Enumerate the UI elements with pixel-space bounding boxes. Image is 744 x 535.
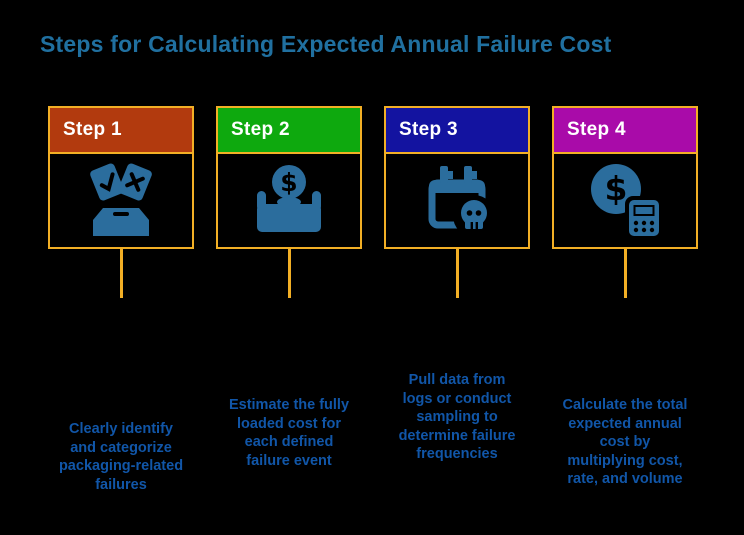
step-2-label: Step 2: [231, 119, 290, 140]
step-4-header: Step 4: [554, 108, 696, 154]
step-3-icon-area: [386, 154, 528, 245]
page-title: Steps for Calculating Expected Annual Fa…: [40, 31, 612, 57]
step-2-box: Step 2 $: [216, 106, 362, 249]
calendar-skull-icon: [428, 165, 495, 237]
step-4-icon-area: $: [554, 154, 696, 245]
step-1-label: Step 1: [63, 119, 122, 140]
step-2-description: Estimate the fully loaded cost for each …: [228, 397, 350, 469]
svg-text:$: $: [605, 169, 628, 208]
step-1-box: Step 1: [48, 106, 194, 249]
step-3-connector-line: [456, 249, 459, 298]
step-1-connector-line: [120, 249, 123, 298]
step-2-header: Step 2: [218, 108, 360, 154]
step-1-icon-area: [50, 154, 192, 245]
step-2-connector-line: [288, 249, 291, 298]
coin-drop-icon: $: [257, 164, 321, 232]
step-1-description: Clearly identify and categorize packagin…: [58, 421, 184, 493]
ballot-box-icon: [90, 163, 152, 236]
step-4-box: Step 4 $: [552, 106, 698, 249]
step-4-label: Step 4: [567, 119, 626, 140]
step-3-header: Step 3: [386, 108, 528, 154]
step-1-header: Step 1: [50, 108, 192, 154]
step-3-description: Pull data from logs or conduct sampling …: [398, 372, 516, 462]
step-3-box: Step 3: [384, 106, 530, 249]
coin-calculator-icon: $: [591, 163, 663, 240]
step-4-description: Calculate the total expected annual cost…: [562, 397, 688, 487]
step-4-connector-line: [624, 249, 627, 298]
step-3-label: Step 3: [399, 119, 458, 140]
step-2-icon-area: $: [218, 154, 360, 245]
svg-text:$: $: [280, 168, 297, 197]
